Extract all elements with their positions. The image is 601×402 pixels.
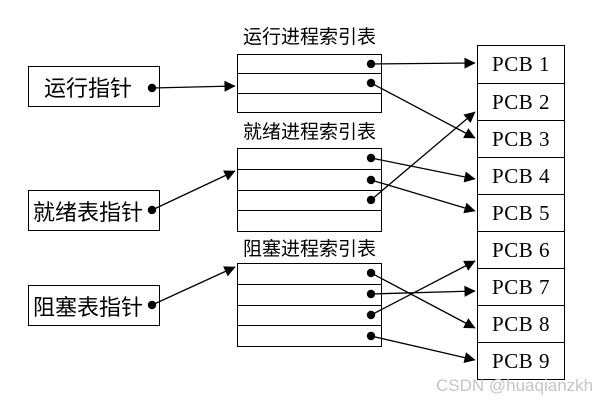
blocked-table-row-1 (238, 264, 381, 284)
pcb-cell-9: PCB 9 (478, 342, 564, 379)
pcb-cell-8: PCB 8 (478, 305, 564, 342)
arrow-blocked-table-row-4-to-pcb-9 (366, 331, 476, 364)
pointer-label-blocked: 阻塞表指针 (32, 294, 143, 320)
arrow-running-table-row-2-to-pcb-3 (366, 78, 476, 139)
arrow-ready-pointer-to-ready-table (147, 170, 236, 215)
pointer-box-blocked: 阻塞表指针 (28, 285, 160, 326)
ready-table-row-1 (238, 149, 381, 169)
pointer-box-ready: 就绪表指针 (28, 190, 160, 231)
pointer-label-ready: 就绪表指针 (32, 199, 143, 225)
blocked-table-row-2 (238, 283, 381, 305)
blocked-table-title: 阻塞进程索引表 (242, 239, 376, 260)
ready-table-row-4 (238, 210, 381, 231)
arrow-running-table-row-1-to-pcb-1 (366, 57, 476, 69)
running-table-row-2 (238, 73, 381, 92)
running-table-row-1 (238, 55, 381, 73)
running-table-row-3 (238, 92, 381, 112)
blocked-table-row-4 (238, 325, 381, 346)
arrow-ready-table-row-3-to-pcb-2 (366, 111, 476, 205)
running-index-table (237, 54, 382, 113)
pcb-cell-1: PCB 1 (492, 52, 550, 76)
arrow-blocked-table-row-2-to-pcb-7 (366, 285, 476, 299)
pcb-cell-4: PCB 4 (478, 157, 564, 194)
watermark: CSDN @huaqianzkh (436, 376, 594, 395)
pcb-cell-3: PCB 3 (478, 120, 564, 157)
ready-index-table (237, 148, 382, 232)
arrow-blocked-table-row-1-to-pcb-8 (366, 268, 476, 329)
arrow-running-pointer-to-running-table (147, 80, 236, 93)
arrow-blocked-pointer-to-blocked-table (147, 266, 236, 310)
pcb-cell-7: PCB 7 (478, 268, 564, 305)
ready-table-row-2 (238, 168, 381, 190)
pcb-cell-6: PCB 6 (478, 231, 564, 268)
running-table-title: 运行进程索引表 (242, 27, 376, 48)
ready-table-row-3 (238, 189, 381, 211)
arrow-blocked-table-row-3-to-pcb-6 (366, 260, 476, 320)
ready-table-title: 就绪进程索引表 (242, 122, 376, 143)
blocked-index-table (237, 263, 382, 347)
pointer-box-running: 运行指针 (28, 66, 160, 107)
pointer-label-running: 运行指针 (43, 75, 132, 101)
arrow-ready-table-row-1-to-pcb-4 (366, 153, 476, 183)
pcb-cell-5: PCB 5 (478, 194, 564, 231)
pcb-cell-2: PCB 2 (478, 83, 564, 120)
arrow-ready-table-row-2-to-pcb-5 (366, 175, 476, 214)
pcb-column: PCB 1 PCB 2 PCB 3 PCB 4 PCB 5 PCB 6 PCB … (477, 45, 565, 380)
blocked-table-row-3 (238, 304, 381, 326)
